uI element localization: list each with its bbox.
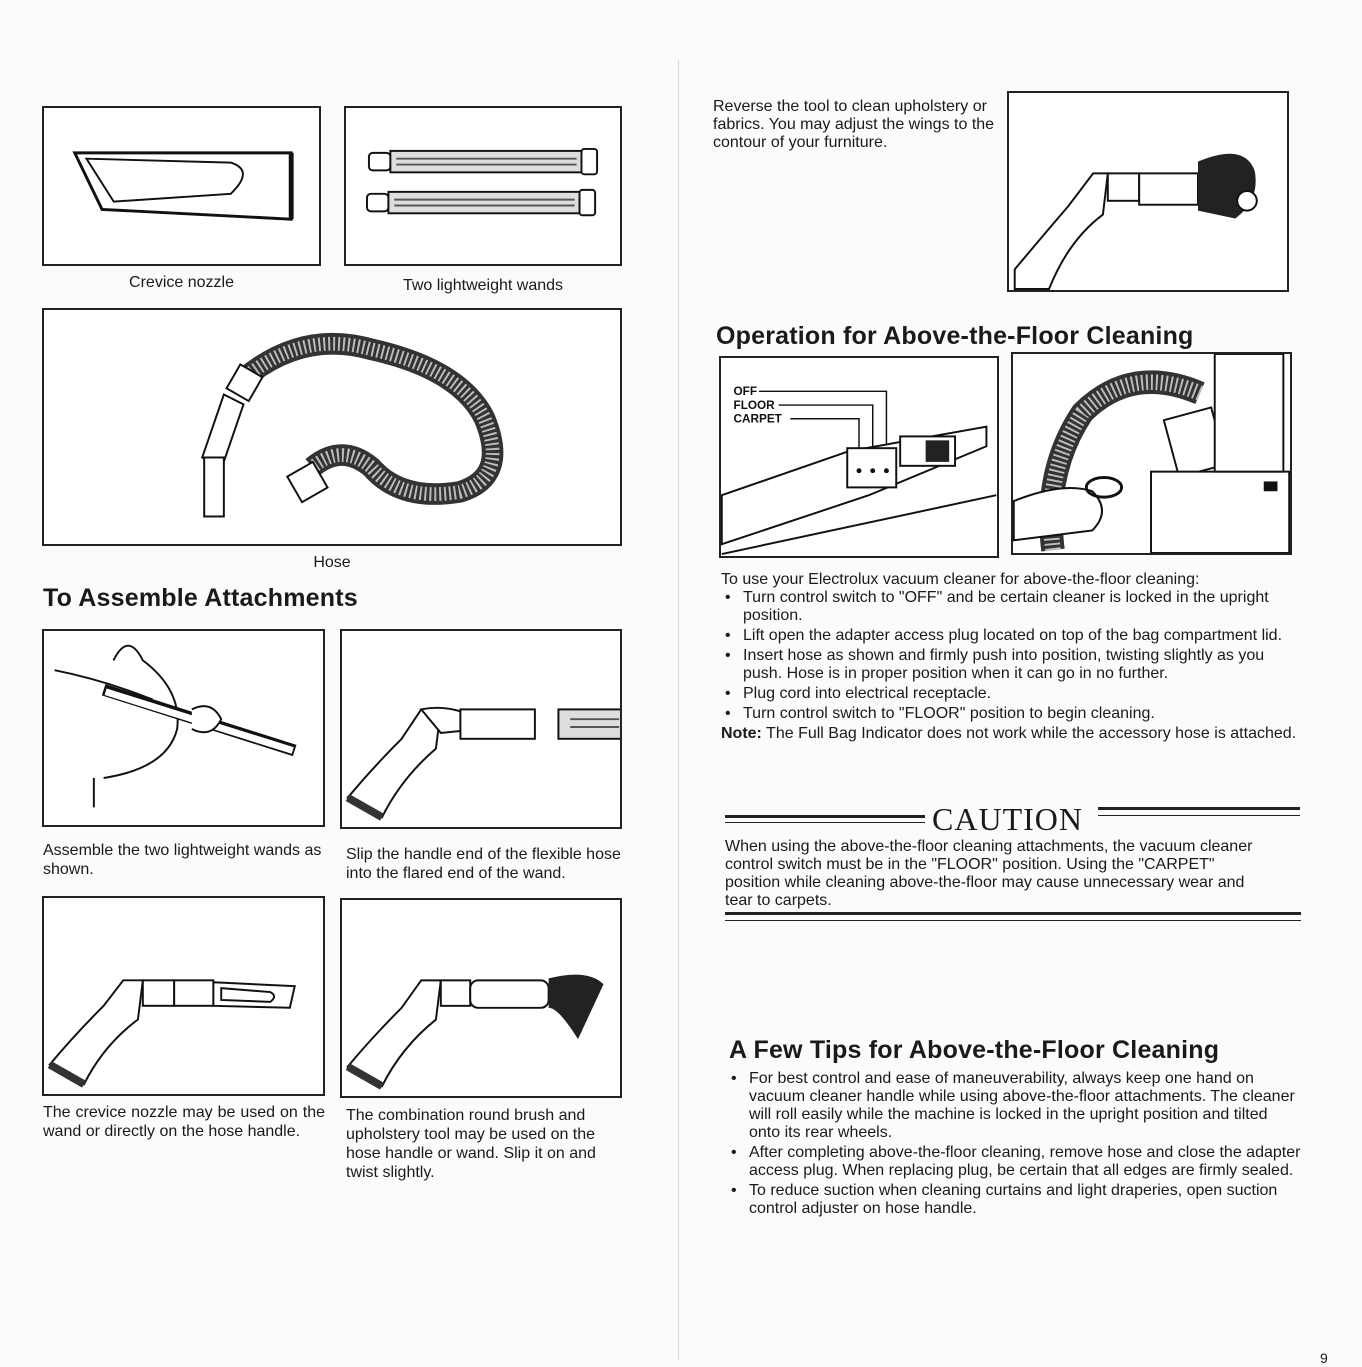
tip-item-2: After completing above-the-floor cleanin… <box>727 1144 1302 1180</box>
note-label: Note: <box>721 725 762 742</box>
caption-hose: Hose <box>313 554 351 571</box>
switch-label-off: OFF <box>734 385 758 398</box>
caution-rule-right-2 <box>1098 815 1300 816</box>
caution-rule-right-1 <box>1098 807 1300 810</box>
step-handle-text: Slip the handle end of the flexible hose… <box>346 846 621 882</box>
operation-step-5: Turn control switch to "FLOOR" position … <box>721 705 1301 723</box>
page-number: 9 <box>1320 1350 1328 1366</box>
reverse-tool-figure <box>1007 91 1289 292</box>
tip-item-1: For best control and ease of maneuverabi… <box>727 1070 1302 1142</box>
assemble-wands-figure <box>42 629 325 827</box>
crevice-on-handle-figure <box>42 896 325 1096</box>
operation-step-1: Turn control switch to "OFF" and be cert… <box>721 589 1301 625</box>
operation-intro: To use your Electrolux vacuum cleaner fo… <box>721 571 1200 588</box>
note-text: The Full Bag Indicator does not work whi… <box>766 725 1297 742</box>
caption-two-wands: Two lightweight wands <box>402 277 564 294</box>
caution-rule-bottom-1 <box>725 912 1301 915</box>
caption-crevice-nozzle: Crevice nozzle <box>129 274 234 291</box>
operation-heading: Operation for Above-the-Floor Cleaning <box>716 322 1194 350</box>
crevice-nozzle-figure <box>42 106 321 266</box>
reverse-tool-text: Reverse the tool to clean upholstery or … <box>713 98 995 151</box>
control-switch-figure: OFF FLOOR CARPET <box>719 356 999 558</box>
operation-note: Note: The Full Bag Indicator does not wo… <box>721 725 1301 743</box>
caution-title: CAUTION <box>932 801 1083 837</box>
step-brush-text: The combination round brush and upholste… <box>346 1107 596 1181</box>
step-wands-text: Assemble the two lightweight wands as sh… <box>43 842 322 878</box>
assemble-heading: To Assemble Attachments <box>43 584 358 612</box>
tips-heading: A Few Tips for Above-the-Floor Cleaning <box>729 1036 1220 1064</box>
tips-list: For best control and ease of maneuverabi… <box>727 1070 1302 1220</box>
caution-text: When using the above-the-floor cleaning … <box>725 838 1253 909</box>
two-wands-figure <box>344 106 622 266</box>
step-crevice-text: The crevice nozzle may be used on the wa… <box>43 1104 325 1140</box>
operation-step-4: Plug cord into electrical receptacle. <box>721 685 1301 703</box>
page-fold <box>678 60 679 1360</box>
caution-rule-bottom-2 <box>725 920 1301 921</box>
hose-insertion-figure <box>1011 352 1292 555</box>
caution-rule-left-1 <box>725 815 925 818</box>
hose-figure <box>42 308 622 546</box>
brush-on-handle-figure <box>340 898 622 1098</box>
tip-item-3: To reduce suction when cleaning curtains… <box>727 1182 1302 1218</box>
switch-label-carpet: CARPET <box>734 413 783 426</box>
operation-step-3: Insert hose as shown and firmly push int… <box>721 647 1301 683</box>
operation-step-2: Lift open the adapter access plug locate… <box>721 627 1301 645</box>
switch-label-floor: FLOOR <box>734 399 776 412</box>
handle-into-wand-figure <box>340 629 622 829</box>
caution-rule-left-2 <box>725 822 925 823</box>
operation-instructions: To use your Electrolux vacuum cleaner fo… <box>721 571 1301 743</box>
